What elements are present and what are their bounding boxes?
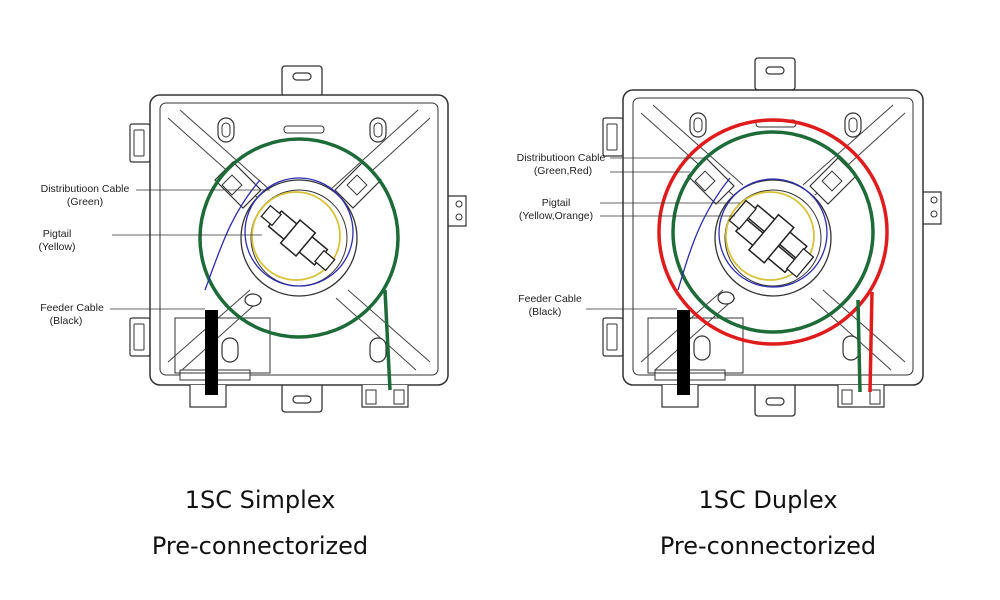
label-pigtail-color: (Yellow,Orange) — [519, 210, 593, 222]
cable-clip — [244, 293, 262, 307]
mounting-slot-inner — [373, 122, 383, 138]
enclosure-inner-wall — [159, 102, 439, 376]
caption-simplex-title: 1SC Simplex — [184, 486, 336, 514]
feeder-cable — [677, 310, 690, 395]
cable-clip — [717, 291, 735, 305]
distribution-cable-red-loop — [657, 118, 889, 346]
pigtail-yellow-loop — [251, 191, 341, 281]
bottom-tab-slot — [765, 397, 785, 406]
top-tab-slot — [765, 66, 785, 75]
bottom-tab-slot — [292, 395, 312, 404]
gland-port — [365, 389, 377, 405]
caption-duplex-title: 1SC Duplex — [698, 486, 838, 514]
mounting-slot-inner — [848, 117, 858, 133]
label-feeder-color: (Black) — [529, 306, 562, 318]
diagonal-rib — [810, 289, 906, 371]
gland-port — [393, 389, 405, 405]
label-feeder-cable: Feeder Cable — [518, 293, 582, 305]
distribution-cable-red-exit — [868, 291, 874, 393]
distribution-cable-green-exit — [856, 299, 862, 393]
label-pigtail: Pigtail — [43, 228, 72, 240]
label-feeder-color: (Black) — [50, 315, 83, 327]
splice-tray-inner — [724, 189, 822, 287]
distribution-cable-exit — [383, 289, 392, 391]
enclosure-inner-wall — [632, 97, 914, 376]
left-hinge-bottom-inner — [606, 323, 618, 351]
label-distribution-cable: Distributioon Cable — [41, 183, 130, 195]
sc-adapter — [260, 204, 336, 272]
left-hinge-bottom-inner — [133, 323, 145, 351]
pigtail-blue-lead — [204, 179, 261, 291]
left-hinge-top-inner — [606, 123, 618, 151]
label-distribution-cable: Distributioon Cable — [517, 152, 606, 164]
mounting-slot — [369, 117, 387, 143]
gland-port — [841, 389, 853, 405]
right-latch — [923, 191, 942, 225]
label-distribution-color: (Green,Red) — [534, 165, 592, 177]
label-pigtail: Pigtail — [542, 197, 571, 209]
inner-tray — [174, 317, 271, 374]
latch-hole — [455, 200, 463, 208]
mounting-slot-inner — [221, 122, 231, 138]
inner-tray — [647, 317, 744, 374]
distribution-cable-green-loop — [671, 130, 875, 334]
mounting-slot — [217, 117, 235, 143]
gland-port — [869, 389, 881, 405]
pigtail-blue-loop — [244, 177, 354, 287]
label-distribution-color: (Green) — [67, 196, 103, 208]
simplex-enclosure: Distributioon Cable (Green) Pigtail (Yel… — [39, 65, 467, 413]
mounting-slot — [693, 335, 711, 361]
top-tab-slot — [292, 72, 312, 81]
top-slot — [283, 125, 325, 134]
pigtail-yellow-loop — [725, 191, 815, 281]
mounting-slot — [221, 337, 239, 363]
diagonal-rib — [335, 289, 431, 371]
mounting-slot — [844, 112, 862, 138]
top-mounting-tab — [281, 65, 323, 97]
duplex-enclosure: Distributioon Cable (Green,Red) Pigtail … — [517, 57, 942, 417]
feeder-cable — [205, 310, 218, 395]
sc-adapter-duplex — [728, 199, 815, 278]
mounting-slot — [689, 112, 707, 138]
pigtail-blue-loop — [718, 178, 828, 288]
label-pigtail-color: (Yellow) — [39, 241, 76, 253]
pigtail-blue-lead — [677, 177, 731, 291]
mounting-slot — [842, 335, 860, 361]
latch-hole — [930, 196, 938, 204]
left-hinge-top-inner — [133, 129, 145, 157]
label-feeder-cable: Feeder Cable — [40, 302, 104, 314]
mounting-slot — [369, 337, 387, 363]
adapter-holder-right — [334, 161, 382, 209]
distribution-cable-loop — [198, 137, 400, 339]
caption-duplex-subtitle: Pre-connectorized — [659, 532, 877, 560]
caption-simplex-subtitle: Pre-connectorized — [151, 532, 369, 560]
mounting-slot-inner — [693, 117, 703, 133]
latch-hole — [930, 210, 938, 218]
right-latch — [448, 195, 467, 227]
latch-hole — [455, 213, 463, 221]
